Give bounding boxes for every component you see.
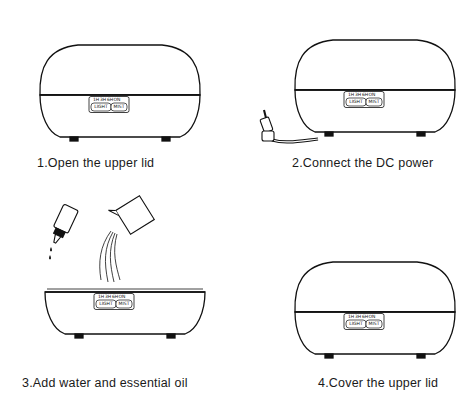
step-caption: 2.Connect the DC power bbox=[292, 157, 433, 170]
seam bbox=[40, 94, 200, 96]
timer-label: 3H bbox=[355, 315, 361, 320]
base bbox=[45, 292, 205, 334]
timer-label: ON bbox=[369, 93, 376, 98]
water-jug bbox=[109, 192, 155, 237]
step-caption: 4.Cover the upper lid bbox=[318, 377, 438, 390]
button-label: MIST bbox=[369, 100, 380, 105]
foot bbox=[75, 334, 83, 338]
timer-label: 1H bbox=[348, 93, 354, 98]
foot bbox=[325, 354, 333, 358]
light-button bbox=[91, 103, 111, 111]
diffuser bbox=[40, 45, 200, 141]
timer-label: 3H bbox=[105, 295, 111, 300]
timer-label: ON bbox=[369, 315, 376, 320]
base bbox=[295, 90, 455, 132]
foot bbox=[417, 354, 425, 358]
rim bbox=[47, 289, 203, 290]
timer-label: 3H bbox=[355, 93, 361, 98]
button-label: LIGHT bbox=[349, 100, 362, 105]
diffuser bbox=[45, 289, 205, 338]
control-panel bbox=[89, 97, 129, 113]
timer-label: 6H bbox=[107, 98, 113, 103]
foot bbox=[167, 334, 175, 338]
step-caption: 3.Add water and essential oil bbox=[22, 377, 188, 390]
dc-plug bbox=[260, 110, 318, 142]
seam bbox=[295, 311, 455, 313]
oil-drops bbox=[49, 247, 52, 260]
water-stream bbox=[100, 231, 120, 282]
light-button bbox=[346, 320, 366, 328]
timer-label: 1H bbox=[98, 295, 104, 300]
step-caption: 1.Open the upper lid bbox=[37, 157, 154, 170]
mist-button bbox=[116, 300, 132, 308]
foot bbox=[70, 137, 78, 141]
timer-label: 6H bbox=[362, 315, 368, 320]
timer-label: ON bbox=[114, 98, 121, 103]
diffuser bbox=[295, 262, 455, 358]
button-label: LIGHT bbox=[349, 322, 362, 327]
mist-button bbox=[366, 98, 382, 106]
control-panel bbox=[94, 294, 134, 310]
control-panel bbox=[344, 314, 384, 330]
foot bbox=[325, 132, 333, 136]
timer-label: 1H bbox=[348, 315, 354, 320]
button-label: MIST bbox=[114, 105, 125, 110]
light-button bbox=[346, 98, 366, 106]
control-panel bbox=[344, 92, 384, 108]
timer-label: 6H bbox=[362, 93, 368, 98]
diffuser bbox=[295, 40, 455, 136]
button-label: MIST bbox=[119, 302, 130, 307]
seam bbox=[295, 89, 455, 91]
timer-label: ON bbox=[119, 295, 126, 300]
foot bbox=[162, 137, 170, 141]
base bbox=[40, 95, 200, 137]
upper-lid bbox=[295, 40, 455, 90]
oil-bottle bbox=[47, 204, 78, 246]
foot bbox=[417, 132, 425, 136]
mist-button bbox=[111, 103, 127, 111]
base bbox=[295, 312, 455, 354]
timer-label: 6H bbox=[112, 295, 118, 300]
upper-lid bbox=[295, 262, 455, 312]
seam bbox=[45, 291, 205, 293]
light-button bbox=[96, 300, 116, 308]
timer-label: 3H bbox=[100, 98, 106, 103]
upper-lid bbox=[40, 45, 200, 95]
button-label: LIGHT bbox=[99, 302, 112, 307]
button-label: LIGHT bbox=[94, 105, 107, 110]
button-label: MIST bbox=[369, 322, 380, 327]
timer-label: 1H bbox=[93, 98, 99, 103]
mist-button bbox=[366, 320, 382, 328]
